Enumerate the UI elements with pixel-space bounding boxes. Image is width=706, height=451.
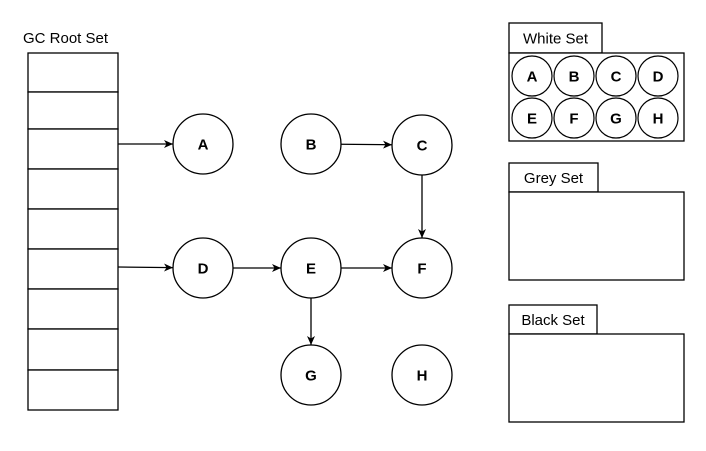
member-label: E — [527, 111, 537, 128]
node-label: H — [417, 368, 428, 385]
white-set-member-d: D — [637, 55, 679, 97]
node-circle — [280, 344, 342, 406]
white-set-member-a: A — [511, 55, 553, 97]
member-circle — [637, 55, 679, 97]
node-h: H — [391, 344, 453, 406]
black-set-title: Black Set — [521, 312, 585, 329]
member-label: D — [653, 69, 664, 86]
white-set-member-b: B — [553, 55, 595, 97]
node-circle — [172, 237, 234, 299]
grey-set-tab — [508, 162, 599, 193]
grey-set-container — [508, 191, 685, 281]
member-circle — [595, 55, 637, 97]
node-label: B — [306, 137, 317, 154]
node-label: E — [306, 261, 316, 278]
grey-set: Grey Set — [508, 162, 685, 281]
root-slot-9 — [27, 369, 119, 411]
root-stack — [27, 52, 119, 411]
member-label: H — [653, 111, 664, 128]
root-slot-6 — [27, 248, 119, 290]
node-c: C — [391, 114, 453, 176]
root-slot-5 — [27, 208, 119, 250]
black-set-container — [508, 333, 685, 423]
node-d: D — [172, 237, 234, 299]
node-circle — [280, 237, 342, 299]
reference-edges — [117, 140, 426, 345]
white-set-tab — [508, 22, 603, 54]
member-circle — [511, 97, 553, 139]
root-slot-1 — [27, 52, 119, 93]
object-graph: A B C D E F G H — [172, 113, 453, 406]
node-a: A — [172, 113, 234, 175]
member-circle — [637, 97, 679, 139]
root-slot-4 — [27, 168, 119, 210]
node-label: F — [417, 261, 426, 278]
node-label: G — [305, 368, 317, 385]
node-g: G — [280, 344, 342, 406]
member-label: A — [527, 69, 538, 86]
root-slot-8 — [27, 328, 119, 371]
gc-root-set: GC Root Set — [23, 30, 119, 411]
member-label: F — [569, 111, 578, 128]
node-label: A — [198, 137, 209, 154]
white-set-member-c: C — [595, 55, 637, 97]
node-e: E — [280, 237, 342, 299]
gc-root-set-title: GC Root Set — [23, 30, 109, 47]
node-f: F — [391, 237, 453, 299]
member-circle — [553, 55, 595, 97]
member-circle — [511, 55, 553, 97]
node-circle — [172, 113, 234, 175]
node-b: B — [280, 113, 342, 175]
node-label: D — [198, 261, 209, 278]
root-slot-7 — [27, 288, 119, 330]
member-label: B — [569, 69, 580, 86]
white-set-member-e: E — [511, 97, 553, 139]
root-slot-2 — [27, 91, 119, 130]
white-set-title: White Set — [523, 31, 589, 48]
member-label: G — [610, 111, 622, 128]
white-set-member-h: H — [637, 97, 679, 139]
member-circle — [553, 97, 595, 139]
node-circle — [391, 344, 453, 406]
root-slot-3 — [27, 128, 119, 170]
black-set: Black Set — [508, 304, 685, 423]
node-circle — [391, 114, 453, 176]
member-label: C — [611, 69, 622, 86]
white-set-member-f: F — [553, 97, 595, 139]
node-label: C — [417, 138, 428, 155]
edge-root-slot-6-to-d — [117, 263, 174, 272]
grey-set-title: Grey Set — [524, 170, 584, 187]
node-circle — [391, 237, 453, 299]
node-circle — [280, 113, 342, 175]
member-circle — [595, 97, 637, 139]
white-set-member-g: G — [595, 97, 637, 139]
